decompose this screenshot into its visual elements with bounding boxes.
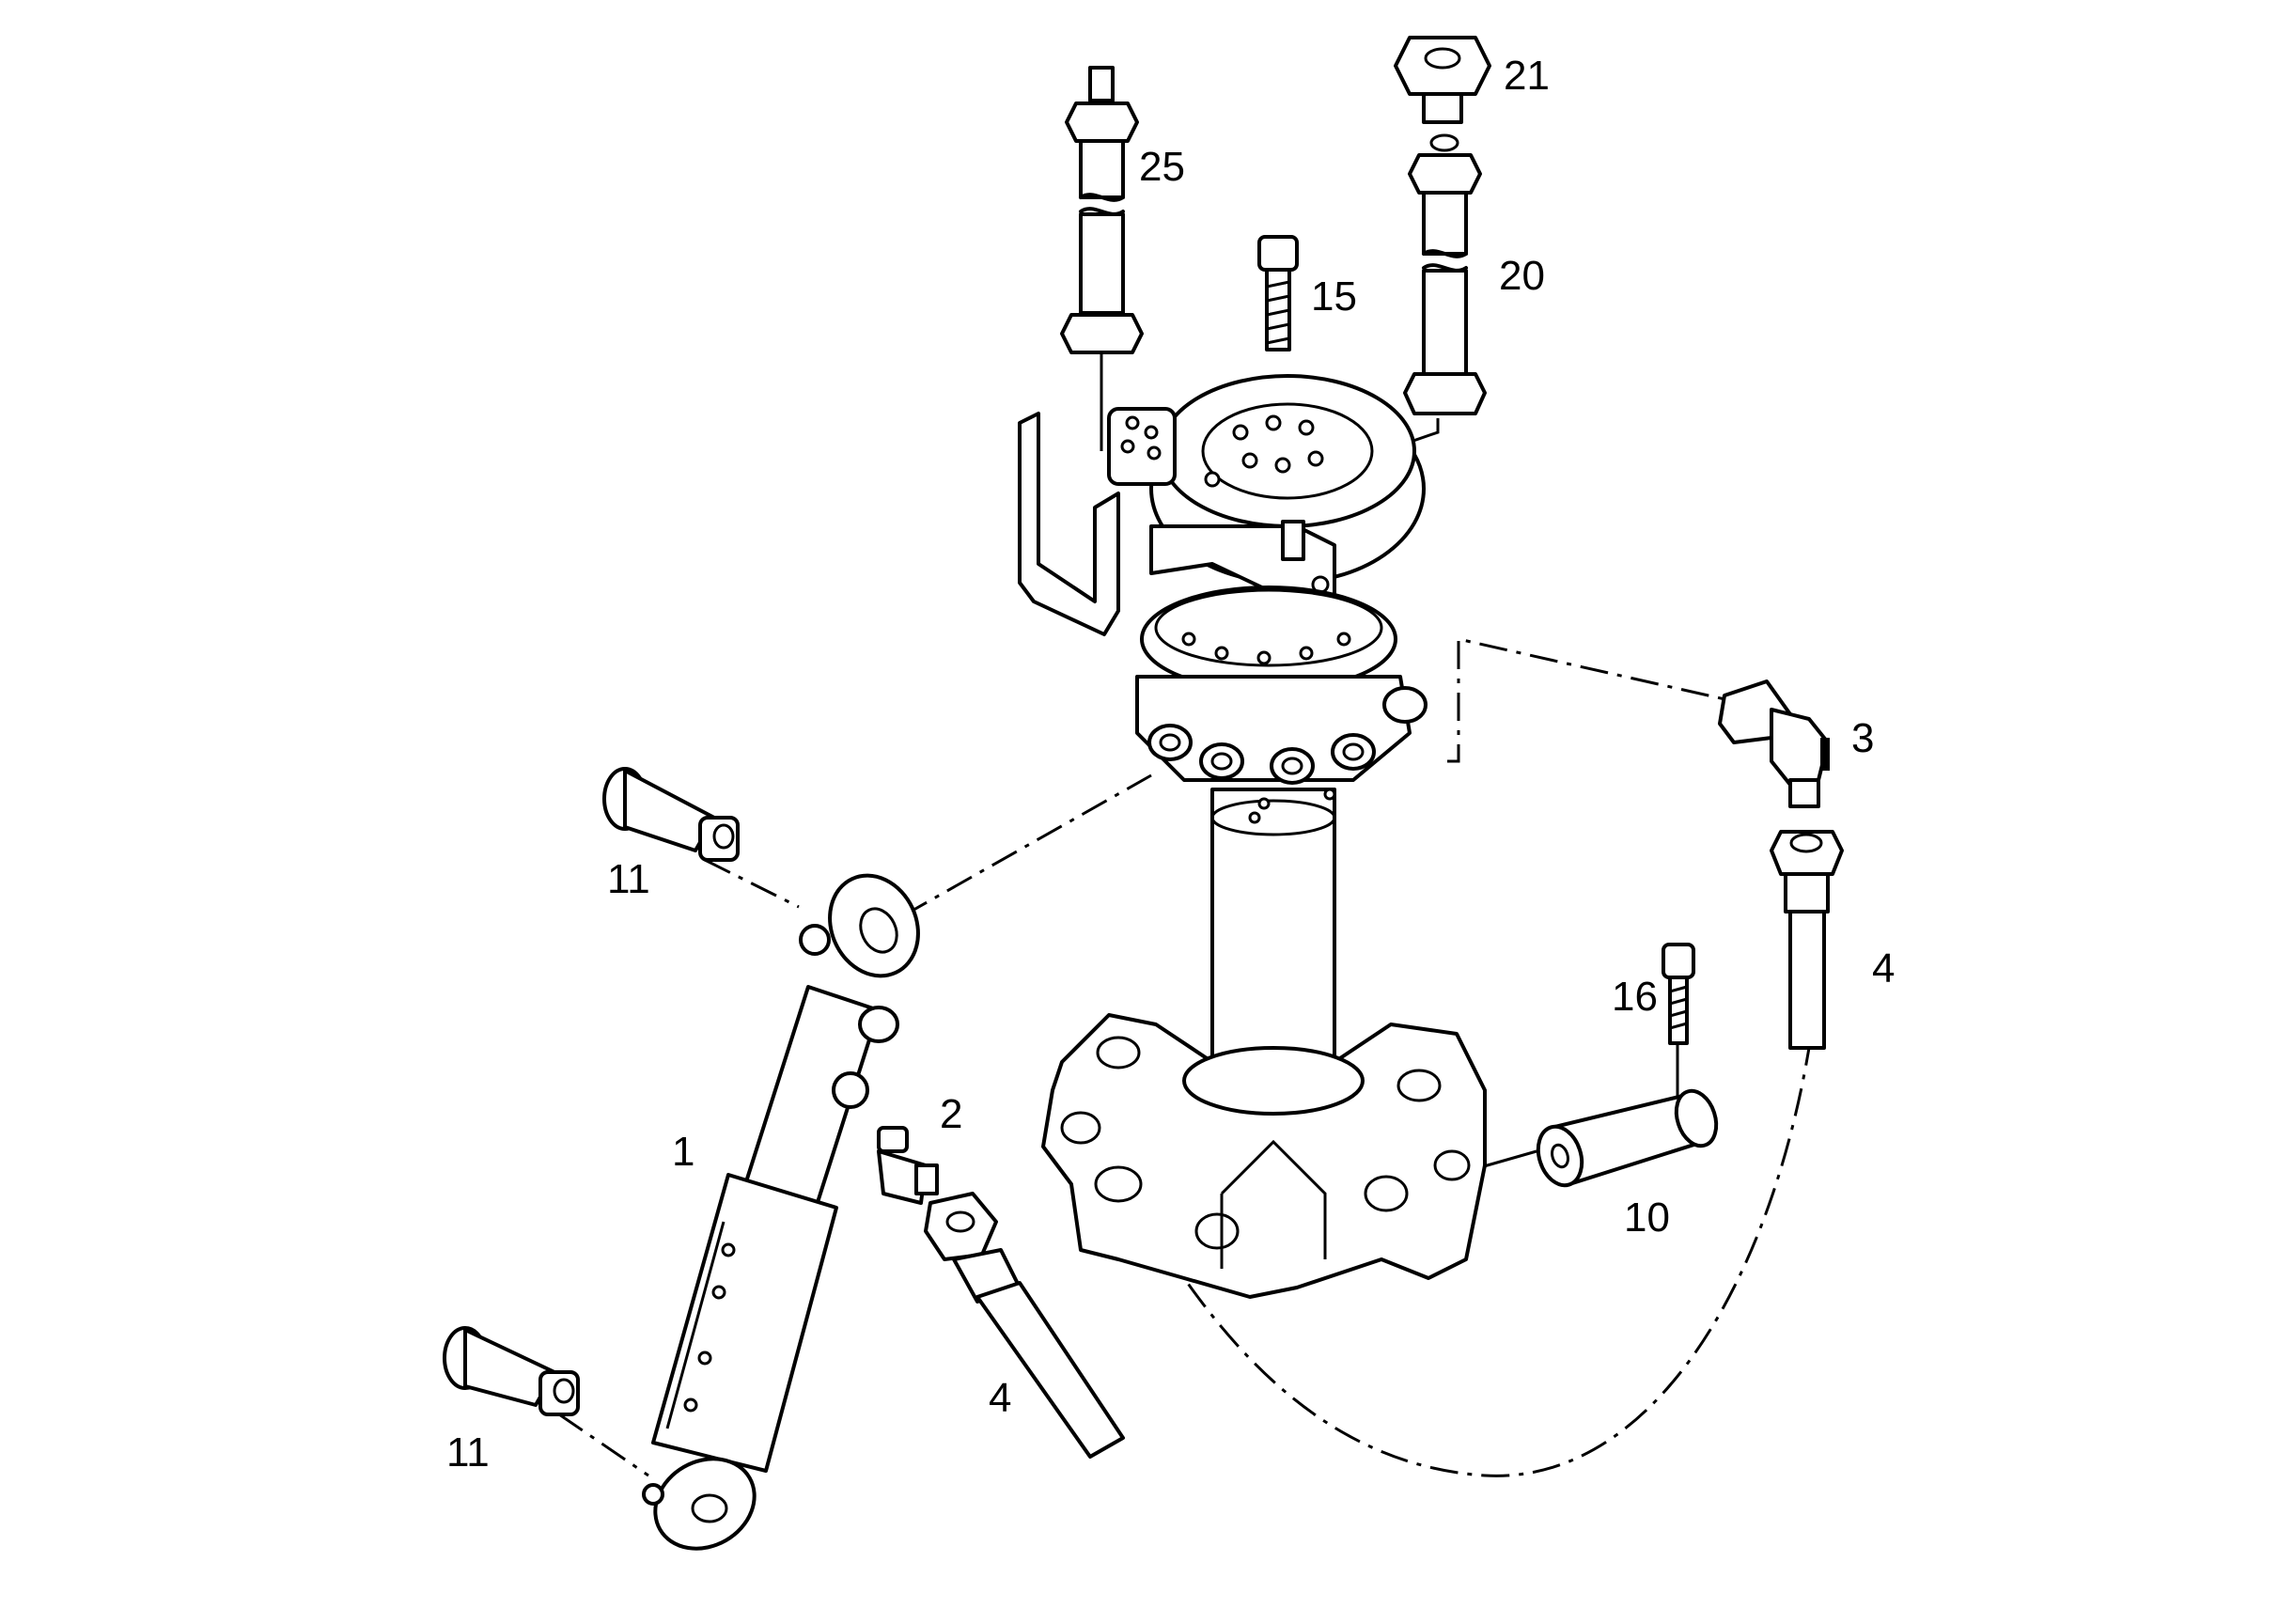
callout-2: 2 [940, 1091, 962, 1137]
part-25-hydraulic-pipe [1060, 66, 1144, 354]
part-11-pin-lower [443, 1326, 580, 1416]
part-10-pin [1536, 1088, 1719, 1188]
callout-10: 10 [1624, 1195, 1670, 1241]
part-16-bolt [1662, 943, 1695, 1045]
callout-16: 16 [1612, 974, 1658, 1020]
part-4-hydraulic-hose-right [1770, 830, 1844, 1050]
callout-4-right: 4 [1872, 945, 1895, 992]
column-assembly [1041, 675, 1487, 1299]
part-11-pin-upper [602, 767, 740, 862]
part-21-union-nut [1394, 36, 1491, 124]
callout-21: 21 [1504, 53, 1550, 99]
callout-11-upper: 11 [607, 856, 650, 902]
part-15-bolt [1257, 235, 1299, 351]
part-20-hydraulic-pipe [1403, 133, 1487, 415]
part-1-hydraulic-cylinder [642, 873, 920, 1551]
callout-labels: 25 21 15 20 3 11 4 16 2 1 10 4 11 [446, 53, 1895, 1476]
callout-3: 3 [1851, 715, 1874, 761]
part-4-hydraulic-hose-lower [924, 1192, 1125, 1459]
callout-11-lower: 11 [446, 1429, 490, 1476]
part-3-elbow-fitting [1718, 679, 1830, 808]
callout-25: 25 [1139, 144, 1185, 190]
part-2-fitting [877, 1126, 939, 1205]
callout-15: 15 [1311, 273, 1357, 320]
callout-4-lower: 4 [989, 1375, 1011, 1421]
callout-1: 1 [672, 1129, 694, 1175]
callout-20: 20 [1499, 253, 1545, 299]
swivel-head-assembly [1018, 374, 1426, 693]
